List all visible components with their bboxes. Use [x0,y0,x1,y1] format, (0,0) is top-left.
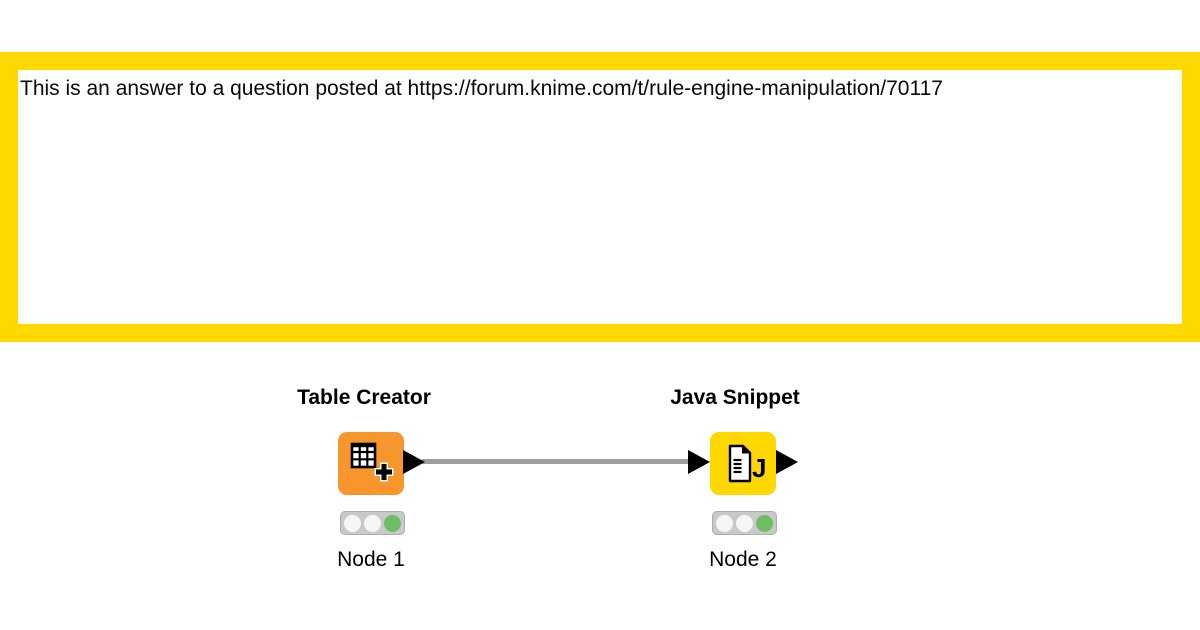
table-plus-icon [338,432,404,495]
status-light-green [756,514,773,532]
node-table-creator[interactable] [338,432,404,495]
status-light-red [344,514,361,532]
node-label-node1[interactable]: Node 1 [337,548,405,571]
node-java-snippet[interactable]: J [710,432,776,495]
java-snippet-input-port[interactable] [688,450,710,474]
node-title-table-creator: Table Creator [297,386,431,409]
node-label-node2[interactable]: Node 2 [709,548,777,571]
table-creator-output-port[interactable] [403,450,425,474]
status-light-yellow [364,514,381,532]
plus-glyph [374,462,394,482]
java-document-icon: J [710,432,776,495]
status-traffic-light-node1 [340,511,405,535]
node-title-java-snippet: Java Snippet [670,386,800,409]
status-traffic-light-node2 [712,511,777,535]
status-light-green [384,514,401,532]
java-snippet-output-port[interactable] [776,450,798,474]
annotation-text: This is an answer to a question posted a… [20,77,943,100]
status-light-red [716,514,733,532]
workflow-annotation[interactable]: This is an answer to a question posted a… [0,52,1200,342]
status-light-yellow [736,514,753,532]
svg-text:J: J [752,453,766,483]
connection-edge[interactable] [422,459,692,464]
